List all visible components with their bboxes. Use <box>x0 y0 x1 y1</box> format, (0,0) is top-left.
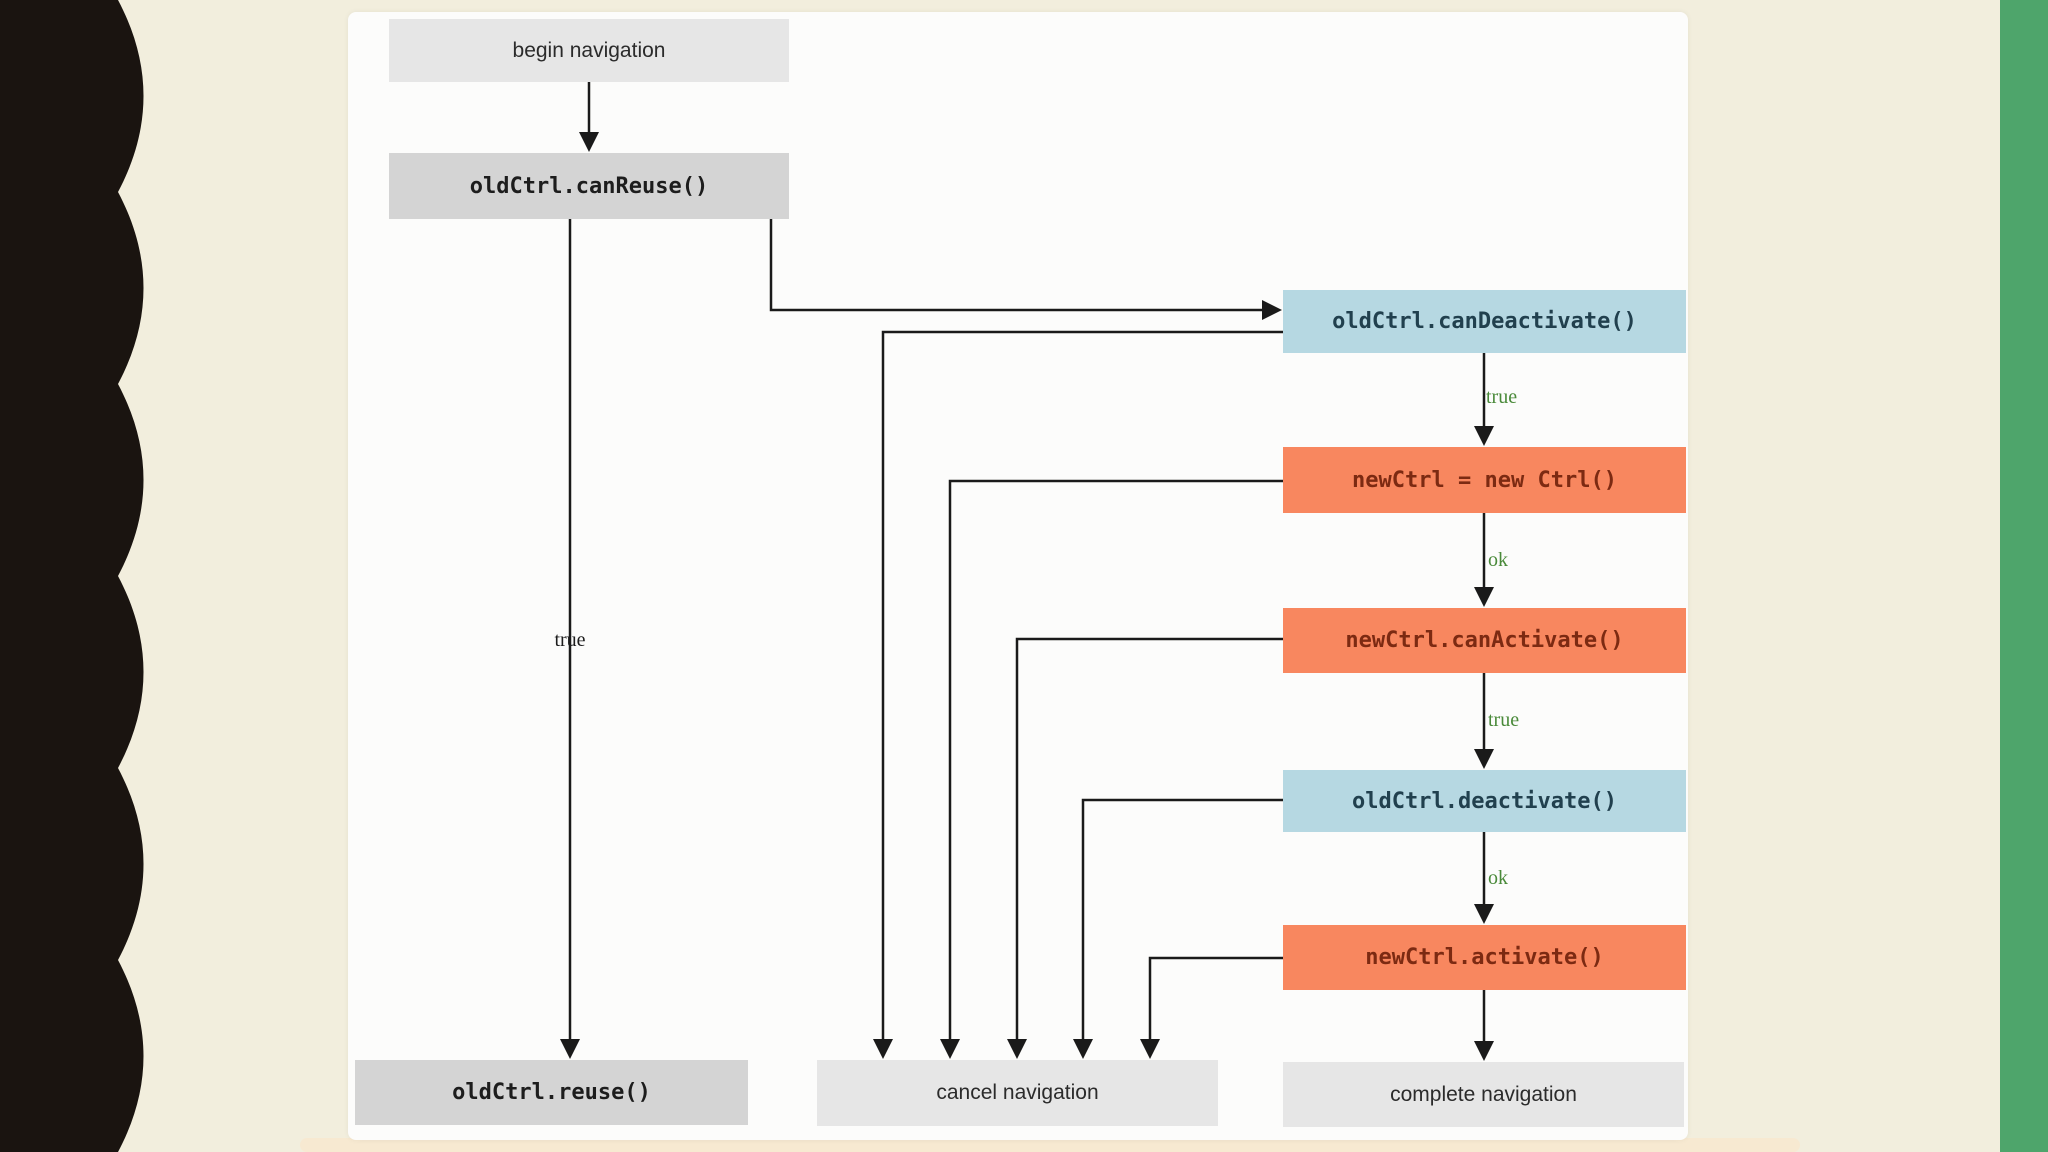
edge-canreuse-to-candeactivate <box>769 219 1282 320</box>
connector-lines <box>560 82 1494 1061</box>
wave-shape <box>0 0 144 1152</box>
node-oldctrl-candeactivate: oldCtrl.canDeactivate() <box>1283 290 1686 353</box>
flowchart-panel: begin navigation oldCtrl.canReuse() oldC… <box>348 12 1688 1140</box>
page-curl-band <box>0 0 144 1152</box>
edge-label-true-candeactivate: true <box>1486 386 1518 408</box>
edge-newctrl-to-cancel <box>940 479 1283 1059</box>
green-stripe <box>2000 0 2048 1152</box>
edge-canactivate-to-cancel <box>1007 637 1283 1059</box>
edge-label-true-reuse: true <box>554 629 586 651</box>
node-oldctrl-deactivate: oldCtrl.deactivate() <box>1283 770 1686 832</box>
edge-label-true-canactivate: true <box>1488 709 1520 731</box>
node-oldctrl-canreuse: oldCtrl.canReuse() <box>389 153 789 219</box>
node-complete-navigation: complete navigation <box>1283 1062 1684 1127</box>
node-cancel-navigation: cancel navigation <box>817 1060 1218 1126</box>
edge-deactivate-to-cancel <box>1073 798 1283 1059</box>
edge-candeactivate-to-cancel <box>873 330 1283 1059</box>
node-begin-navigation: begin navigation <box>389 19 789 82</box>
edge-activate-to-cancel <box>1140 956 1283 1059</box>
edge-label-ok-newctrl: ok <box>1488 549 1508 571</box>
bottom-glow <box>300 1138 1800 1152</box>
node-oldctrl-reuse: oldCtrl.reuse() <box>355 1060 748 1125</box>
node-newctrl-canactivate: newCtrl.canActivate() <box>1283 608 1686 673</box>
edge-label-ok-deactivate: ok <box>1488 867 1508 889</box>
node-newctrl-new-ctrl: newCtrl = new Ctrl() <box>1283 447 1686 513</box>
node-newctrl-activate: newCtrl.activate() <box>1283 925 1686 990</box>
